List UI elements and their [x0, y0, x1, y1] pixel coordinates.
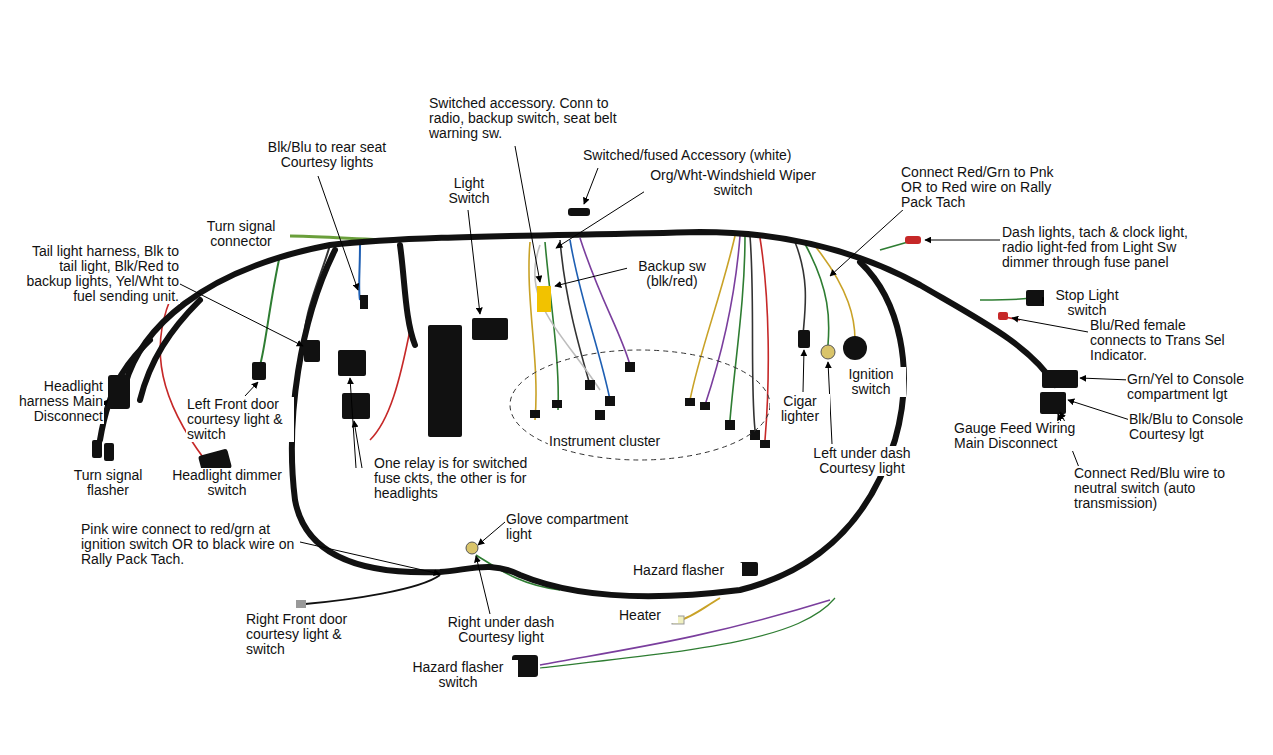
- callout-label: Left under dash Courtesy light: [798, 446, 926, 476]
- callout-label: Turn signal flasher: [60, 468, 156, 498]
- callout-label: Connect Red/Blu wire to neutral switch (…: [1073, 466, 1249, 511]
- callout-label: Switched accessory. Conn to radio, backu…: [428, 96, 646, 141]
- callout-label: Turn signal connector: [192, 219, 290, 249]
- callout-label: Switched/fused Accessory (white): [582, 148, 827, 163]
- callout-label: Pink wire connect to red/grn at ignition…: [80, 522, 296, 567]
- callout-label: Glove compartment light: [505, 512, 655, 542]
- callout-label: Blu/Red female connects to Trans Sel Ind…: [1089, 318, 1229, 363]
- callout-label: Backup sw (blk/red): [627, 259, 717, 289]
- callout-label: One relay is for switched fuse ckts, the…: [373, 456, 557, 501]
- callout-label: Hazard flasher: [632, 563, 742, 578]
- callout-label: Ignition switch: [836, 367, 906, 397]
- callout-label: Dash lights, tach & clock light, radio l…: [1001, 225, 1223, 270]
- callout-label: Stop Light switch: [1044, 288, 1130, 318]
- callout-label: Tail light harness, Blk to tail light, B…: [12, 244, 180, 304]
- callout-label: Blk/Blu to Console Courtesy lgt: [1128, 412, 1268, 442]
- callout-label: Left Front door courtesy light & switch: [186, 397, 294, 442]
- callout-label: Headlight dimmer switch: [166, 468, 288, 498]
- callout-label: Org/Wht-Windshield Wiper switch: [644, 168, 822, 198]
- callout-label: Blk/Blu to rear seat Courtesy lights: [252, 140, 402, 170]
- callout-label: Connect Red/Grn to Pnk OR to Red wire on…: [900, 165, 1072, 210]
- callout-label: Instrument cluster: [548, 434, 678, 449]
- callout-label: Grn/Yel to Console compartment lgt: [1126, 372, 1268, 402]
- callout-label: Cigar lighter: [770, 394, 830, 424]
- callout-label: Gauge Feed Wiring Main Disconnect: [953, 421, 1095, 451]
- callout-label: Light Switch: [441, 176, 497, 206]
- callout-label: Heater: [618, 608, 678, 623]
- callout-label: Right Front door courtesy light & switch: [245, 612, 369, 657]
- callout-label: Hazard flasher switch: [398, 660, 518, 690]
- callout-label: Right under dash Courtesy light: [432, 615, 570, 645]
- callout-label: Headlight harness Main Disconnect: [12, 379, 104, 424]
